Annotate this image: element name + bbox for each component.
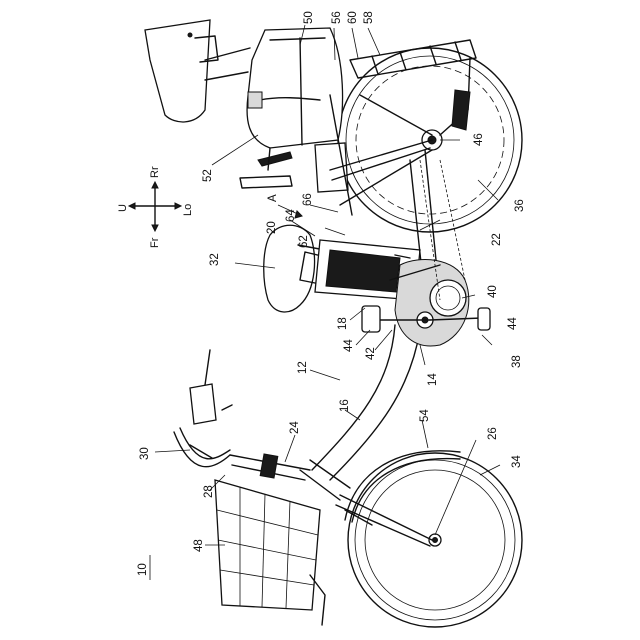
ref-38: 38 [511,355,523,368]
front-basket [215,480,325,625]
direction-label-front: Fr [149,237,161,248]
figure-number: 10 [137,563,149,576]
ref-50: 50 [303,11,315,24]
ref-32: 32 [209,253,221,266]
ref-26: 26 [487,427,499,440]
drive-unit [390,260,469,346]
ref-30: 30 [139,447,151,460]
ref-14: 14 [427,373,439,386]
ref-24: 24 [289,421,301,434]
ref-40: 40 [487,285,499,298]
front-wheel [348,453,522,627]
ref-64: 64 [285,209,297,222]
saddle [264,225,325,312]
direction-indicator: Rr Fr U Lo [117,166,194,248]
ref-56: 56 [331,11,343,24]
rear-carrier [350,40,476,135]
ref-28: 28 [203,485,215,498]
rear-seat-backrest [145,20,250,122]
ref-46: 46 [473,133,485,146]
front-mudguard [345,451,460,520]
ref-18: 18 [337,317,349,330]
stem [230,454,310,480]
ref-22: 22 [491,233,503,246]
ref-66: 66 [302,193,314,206]
ref-58: 58 [363,11,375,24]
ref-62: 62 [298,235,310,248]
ref-34: 34 [511,455,523,468]
direction-label-up: U [117,204,129,212]
ref-60: 60 [347,11,359,24]
ref-48: 48 [193,539,205,552]
ref-44-left: 44 [343,339,355,352]
head-tube [300,460,350,500]
handlebar [174,350,232,467]
ref-16: 16 [339,399,351,412]
ref-12: 12 [297,361,309,374]
ref-44-right: 44 [507,317,519,330]
view-label: A [267,194,279,202]
ref-42: 42 [365,347,377,360]
direction-label-rear: Rr [149,166,161,178]
ref-54: 54 [419,409,431,422]
ref-20: 20 [266,221,278,234]
ref-36: 36 [514,199,526,212]
ref-52: 52 [202,169,214,182]
direction-label-lower: Lo [182,204,194,216]
